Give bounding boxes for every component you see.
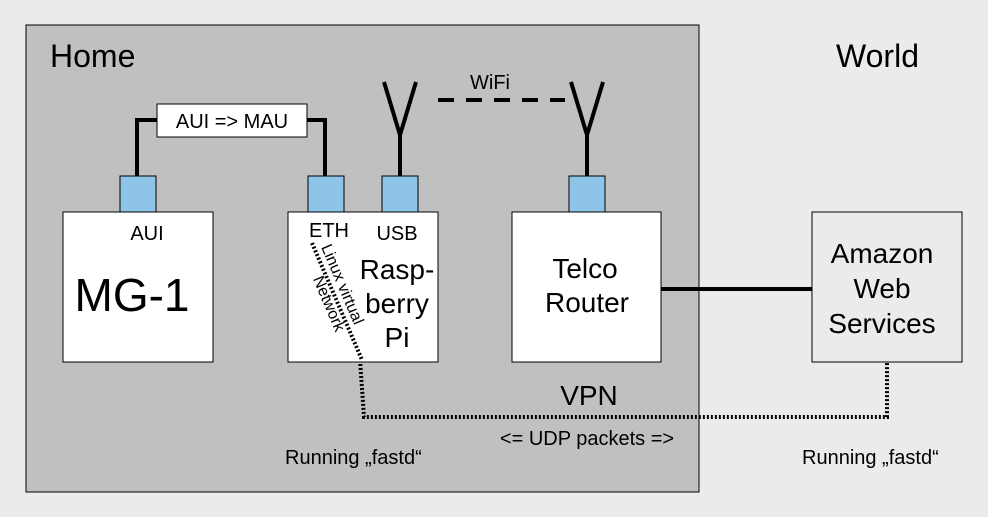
mg1-box: [62, 211, 214, 363]
router-name-line2: Router: [545, 287, 629, 318]
vpn-packets-label: <= UDP packets =>: [500, 428, 674, 450]
vpn-label: VPN: [560, 380, 618, 411]
aws-box: [811, 211, 963, 363]
pi-usb-port: [381, 175, 419, 213]
world-fastd-note: Running „fastd“: [802, 447, 939, 469]
wifi-label: WiFi: [470, 72, 510, 94]
mg1-name: MG-1: [75, 269, 190, 321]
pi-eth-port: [307, 175, 345, 213]
pi-name-line1: Rasp-: [360, 254, 435, 285]
adapter-label-box: [156, 103, 308, 138]
pi-eth-label: ETH: [309, 220, 349, 242]
router-antenna-icon: [569, 81, 605, 176]
aws-name-line1: Amazon: [831, 238, 934, 269]
vpn-tunnel: [358, 359, 889, 419]
aws-name-line3: Services: [828, 308, 935, 339]
pi-antenna-icon: [382, 81, 418, 176]
mg1-port-label: AUI: [130, 223, 163, 245]
home-fastd-note: Running „fastd“: [285, 447, 422, 469]
virtual-network-link: [310, 242, 364, 361]
raspberry-pi-box: [287, 211, 439, 363]
pi-usb-label: USB: [376, 223, 417, 245]
router-port: [568, 175, 606, 213]
pi-name-line3: Pi: [385, 322, 410, 353]
world-zone-title: World: [836, 38, 919, 74]
router-box: [511, 211, 662, 363]
adapter-label: AUI => MAU: [176, 111, 288, 133]
pi-name-line2: berry: [365, 288, 429, 319]
home-zone-title: Home: [50, 38, 135, 74]
mg1-aui-port: [119, 175, 157, 213]
router-name-line1: Telco: [552, 253, 617, 284]
aws-name-line2: Web: [853, 273, 910, 304]
